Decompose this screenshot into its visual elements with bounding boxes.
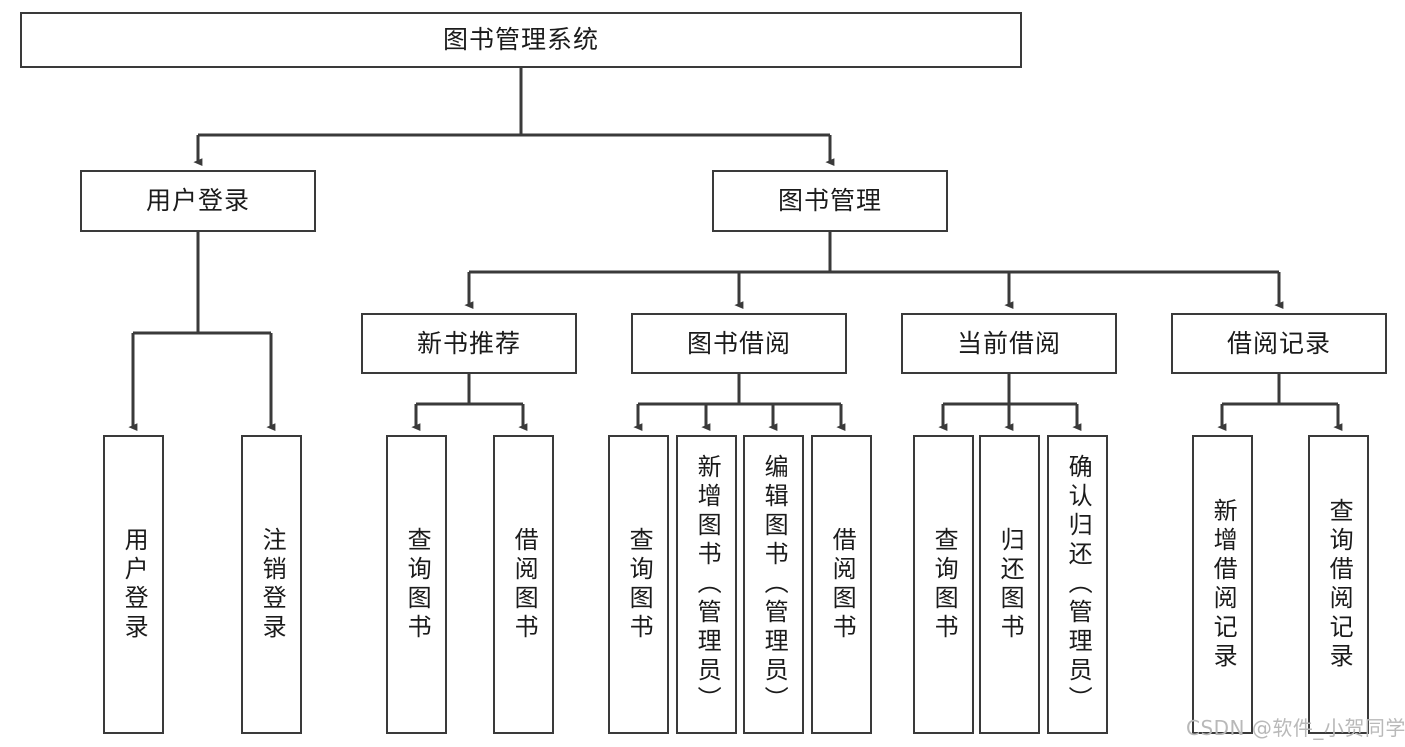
leaf-label: 确认归还（管理员）: [1064, 454, 1093, 715]
csdn-watermark: CSDN @软件_小贺同学: [1186, 716, 1405, 740]
leaf-borrow-record-add-record[interactable]: 新增借阅记录: [1192, 435, 1253, 734]
node-borrow-record[interactable]: 借阅记录: [1171, 313, 1387, 374]
node-new-book-recommend[interactable]: 新书推荐: [361, 313, 577, 374]
node-label: 图书借阅: [686, 328, 791, 358]
leaf-book-borrow-query-books[interactable]: 查询图书: [608, 435, 669, 734]
node-book-borrow[interactable]: 图书借阅: [631, 313, 847, 374]
leaf-label: 查询借阅记录: [1325, 497, 1354, 672]
leaf-current-borrow-confirm-return-admin[interactable]: 确认归还（管理员）: [1047, 435, 1108, 734]
leaf-label: 注销登录: [258, 526, 287, 643]
node-root-book-management-system[interactable]: 图书管理系统: [20, 12, 1022, 68]
leaf-current-borrow-query-books[interactable]: 查询图书: [913, 435, 974, 734]
leaf-label: 编辑图书（管理员）: [760, 454, 789, 715]
leaf-new-book-query-books[interactable]: 查询图书: [386, 435, 447, 734]
leaf-label: 新增图书（管理员）: [693, 454, 722, 715]
node-current-borrow[interactable]: 当前借阅: [901, 313, 1117, 374]
leaf-user-login-sign-out[interactable]: 注销登录: [241, 435, 302, 734]
leaf-label: 借阅图书: [510, 526, 539, 643]
node-label: 借阅记录: [1226, 328, 1331, 358]
leaf-label: 归还图书: [996, 526, 1025, 643]
leaf-borrow-record-query-record[interactable]: 查询借阅记录: [1308, 435, 1369, 734]
leaf-book-borrow-borrow-books[interactable]: 借阅图书: [811, 435, 872, 734]
leaf-label: 查询图书: [930, 526, 959, 643]
leaf-label: 查询图书: [625, 526, 654, 643]
leaf-label: 用户登录: [120, 526, 149, 643]
leaf-label: 新增借阅记录: [1209, 497, 1238, 672]
leaf-user-login-sign-in[interactable]: 用户登录: [103, 435, 164, 734]
node-label: 新书推荐: [416, 328, 521, 358]
leaf-book-borrow-add-book-admin[interactable]: 新增图书（管理员）: [676, 435, 737, 734]
node-user-login[interactable]: 用户登录: [80, 170, 316, 232]
node-book-management[interactable]: 图书管理: [712, 170, 948, 232]
leaf-label: 查询图书: [403, 526, 432, 643]
node-label: 图书管理系统: [442, 25, 599, 55]
leaf-book-borrow-edit-book-admin[interactable]: 编辑图书（管理员）: [743, 435, 804, 734]
node-label: 当前借阅: [956, 328, 1061, 358]
node-label: 图书管理: [777, 186, 882, 216]
leaf-new-book-borrow-books[interactable]: 借阅图书: [493, 435, 554, 734]
leaf-current-borrow-return-books[interactable]: 归还图书: [979, 435, 1040, 734]
leaf-label: 借阅图书: [828, 526, 857, 643]
node-label: 用户登录: [145, 186, 250, 216]
